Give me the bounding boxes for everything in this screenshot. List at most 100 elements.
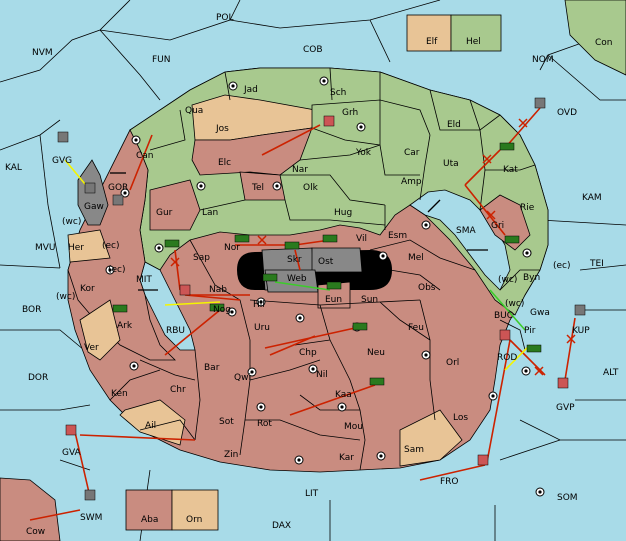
label-uta: Uta <box>443 159 459 169</box>
label-gur: Gur <box>156 208 173 218</box>
sea-labels: POL NVM FUN COB NOM Con OVD KAL GVG GOR … <box>5 13 619 537</box>
label-rod: ROD <box>497 353 517 363</box>
label-kam: KAM <box>582 193 602 203</box>
label-ovd: OVD <box>557 108 577 118</box>
label-los: Los <box>453 413 468 423</box>
province-cow[interactable] <box>0 477 61 541</box>
label-obs: Obs <box>418 283 436 293</box>
label-fun: FUN <box>152 55 171 65</box>
label-nvm: NVM <box>32 48 53 58</box>
label-pir: Pir <box>524 326 536 336</box>
label-gvp: GVP <box>556 403 575 413</box>
province-gur[interactable] <box>149 179 201 231</box>
label-dax: DAX <box>272 521 291 531</box>
province-ver[interactable] <box>79 299 121 361</box>
order-cuts <box>170 118 576 376</box>
label-neu: Neu <box>367 348 385 358</box>
coast-wc-her: (wc) <box>62 217 81 227</box>
label-kup: KUP <box>572 326 590 336</box>
label-web: Web <box>287 274 307 284</box>
coast-wc-kor: (wc) <box>56 292 75 302</box>
west-peninsula <box>67 129 176 361</box>
label-gvg: GVG <box>52 156 72 166</box>
label-lan: Lan <box>202 208 218 218</box>
label-sch: Sch <box>330 88 346 98</box>
coast-ec-her: (ec) <box>102 241 120 251</box>
label-mel: Mel <box>408 253 424 263</box>
label-rot: Rot <box>257 419 272 429</box>
label-ost: Ost <box>318 257 334 267</box>
label-swm: SWM <box>80 513 102 523</box>
coast-wc-gwa: (wc) <box>505 299 524 309</box>
legend-orn <box>171 489 219 531</box>
label-kal: KAL <box>5 163 22 173</box>
province-con[interactable] <box>564 0 626 76</box>
label-mvu: MVU <box>35 243 56 253</box>
coast-wc-byn: (wc) <box>498 275 517 285</box>
label-nom: NOM <box>532 55 554 65</box>
label-jad: Jad <box>243 85 258 95</box>
label-nog: Nog <box>213 305 231 315</box>
label-mou: Mou <box>344 422 363 432</box>
label-eun: Eun <box>325 295 342 305</box>
province-ail[interactable] <box>119 399 186 446</box>
label-con: Con <box>595 38 613 48</box>
red-province-labels: Elc Tel Gri Skr Ost Web Eun Mel Obs Sun … <box>80 158 536 525</box>
label-bor: BOR <box>22 305 41 315</box>
label-sap: Sap <box>193 253 210 263</box>
passage-arrows <box>110 172 488 291</box>
green-province-labels: Jad Sch Qua Grh Eld Can Yok Car Uta Nar … <box>136 37 550 318</box>
fleet-units <box>112 142 542 386</box>
label-gri: Gri <box>491 221 504 231</box>
label-skr: Skr <box>287 255 302 265</box>
label-tel: Tel <box>251 183 264 193</box>
label-zin: Zin <box>224 450 238 460</box>
legend-aba <box>125 489 173 531</box>
label-qwi: Qwi <box>234 373 251 383</box>
label-orn: Orn <box>186 515 202 525</box>
label-elf: Elf <box>426 37 438 47</box>
label-som: SOM <box>557 493 578 503</box>
label-sma: SMA <box>456 226 476 236</box>
label-hug: Hug <box>334 208 352 218</box>
label-orl: Orl <box>446 358 459 368</box>
label-ken: Ken <box>111 389 128 399</box>
label-nil: Nil <box>316 370 328 380</box>
label-rbu: RBU <box>166 326 185 336</box>
label-kaa: Kaa <box>335 390 352 400</box>
legend-hel <box>450 14 502 52</box>
label-alt: ALT <box>603 368 619 378</box>
label-gaw: Gaw <box>84 202 104 212</box>
province-ost[interactable] <box>311 247 363 273</box>
army-units <box>57 97 586 501</box>
label-byn: Byn <box>523 273 540 283</box>
province-grh[interactable] <box>311 99 381 146</box>
label-esm: Esm <box>388 231 407 241</box>
province-elc[interactable] <box>191 127 313 176</box>
label-gwa: Gwa <box>530 308 550 318</box>
label-pol: POL <box>216 13 234 23</box>
label-mit: MIT <box>136 275 152 285</box>
province-sam[interactable] <box>399 409 463 467</box>
label-hel: Hel <box>466 37 481 47</box>
coast-ec-kor: (ec) <box>108 265 126 275</box>
label-jos: Jos <box>215 124 229 134</box>
label-sot: Sot <box>219 417 234 427</box>
label-tei: TEI <box>589 259 604 269</box>
label-dor: DOR <box>28 373 48 383</box>
label-kar: Kar <box>339 453 354 463</box>
label-lit: LIT <box>305 489 319 499</box>
coast-markers: (wc) (ec) (ec) (wc) (wc) (ec) (wc) <box>56 217 571 309</box>
province-her[interactable] <box>67 229 111 263</box>
label-chp: Chp <box>299 348 317 358</box>
label-vil: Vil <box>356 234 367 244</box>
label-car: Car <box>404 148 420 158</box>
label-bar: Bar <box>204 363 220 373</box>
label-her: Her <box>68 243 84 253</box>
label-cob: COB <box>303 45 323 55</box>
label-fro: FRO <box>440 477 459 487</box>
label-aba: Aba <box>141 515 158 525</box>
